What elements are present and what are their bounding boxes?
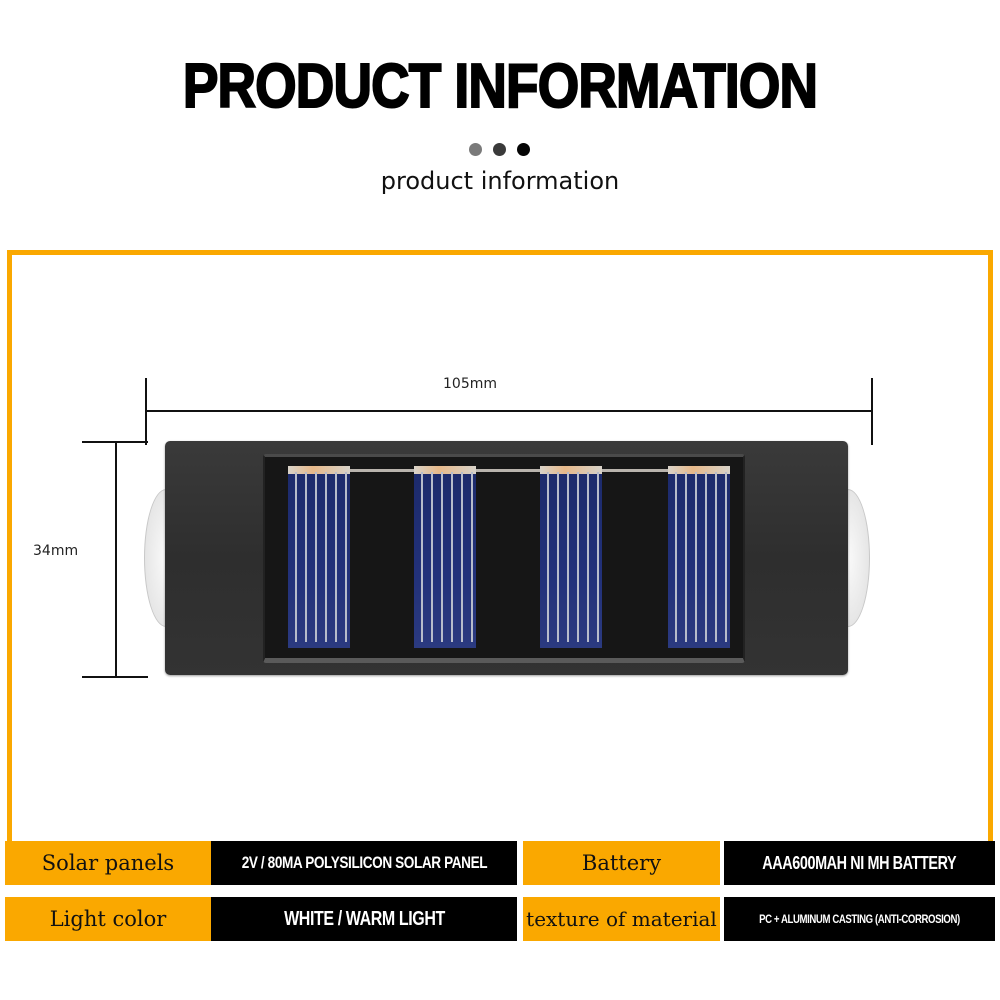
spec-value-text: 2V / 80MA POLYSILICON SOLAR PANEL [241,853,487,872]
decorative-dots [469,143,530,156]
width-dimension-line [145,410,873,412]
solar-light-body [165,441,848,675]
connector-wire [475,469,545,472]
cell-finger [715,472,717,642]
cell-finger [335,472,337,642]
page-title: PRODUCT INFORMATION [182,51,819,122]
dot-medium [493,143,506,156]
cell-finger [567,472,569,642]
page-subtitle: product information [380,167,620,195]
solar-cell-3 [540,466,602,648]
solar-cell-1 [288,466,350,648]
solar-cell-4 [668,466,730,648]
cell-finger [695,472,697,642]
cell-finger [451,472,453,642]
spec-label-battery: Battery [523,841,720,885]
cell-finger [597,472,599,642]
spec-row-1: Solar panels 2V / 80MA POLYSILICON SOLAR… [0,841,1000,885]
cell-finger [547,472,549,642]
cell-finger [295,472,297,642]
spec-row-2: Light color WHITE / WARM LIGHT texture o… [0,897,1000,941]
dot-dark [517,143,530,156]
cell-busbar [540,466,602,474]
spec-value-text: WHITE / WARM LIGHT [283,907,445,930]
solar-cell-2 [414,466,476,648]
cell-finger [471,472,473,642]
cell-finger [587,472,589,642]
height-dimension-label: 34mm [33,543,79,559]
cell-finger [461,472,463,642]
spec-value-text: AAA600MAH NI MH BATTERY [762,852,957,873]
spec-label-material: texture of material [523,897,720,941]
cell-finger [705,472,707,642]
width-dimension-label: 105mm [443,376,497,392]
cell-busbar [668,466,730,474]
spec-value-light-color: WHITE / WARM LIGHT [211,897,517,941]
height-dimension-line [115,441,117,677]
height-dimension-tick-bottom [82,676,148,678]
spec-value-text: PC + ALUMINUM CASTING (ANTI-CORROSION) [759,912,960,926]
cell-finger [345,472,347,642]
cell-finger [441,472,443,642]
cell-finger [315,472,317,642]
spec-label-solar-panels: Solar panels [5,841,211,885]
cell-busbar [414,466,476,474]
spec-value-battery: AAA600MAH NI MH BATTERY [724,841,995,885]
cell-finger [557,472,559,642]
cell-finger [325,472,327,642]
spec-value-material: PC + ALUMINUM CASTING (ANTI-CORROSION) [724,897,995,941]
cell-busbar [288,466,350,474]
cell-finger [685,472,687,642]
connector-wire [601,469,671,472]
spec-value-solar-panels: 2V / 80MA POLYSILICON SOLAR PANEL [211,841,517,885]
dot-light [469,143,482,156]
cell-finger [305,472,307,642]
solar-panel-recess [263,454,745,663]
spec-label-light-color: Light color [5,897,211,941]
cell-finger [675,472,677,642]
cell-finger [577,472,579,642]
cell-finger [421,472,423,642]
cell-finger [725,472,727,642]
connector-wire [349,469,419,472]
product-image-frame [7,250,993,850]
cell-finger [431,472,433,642]
